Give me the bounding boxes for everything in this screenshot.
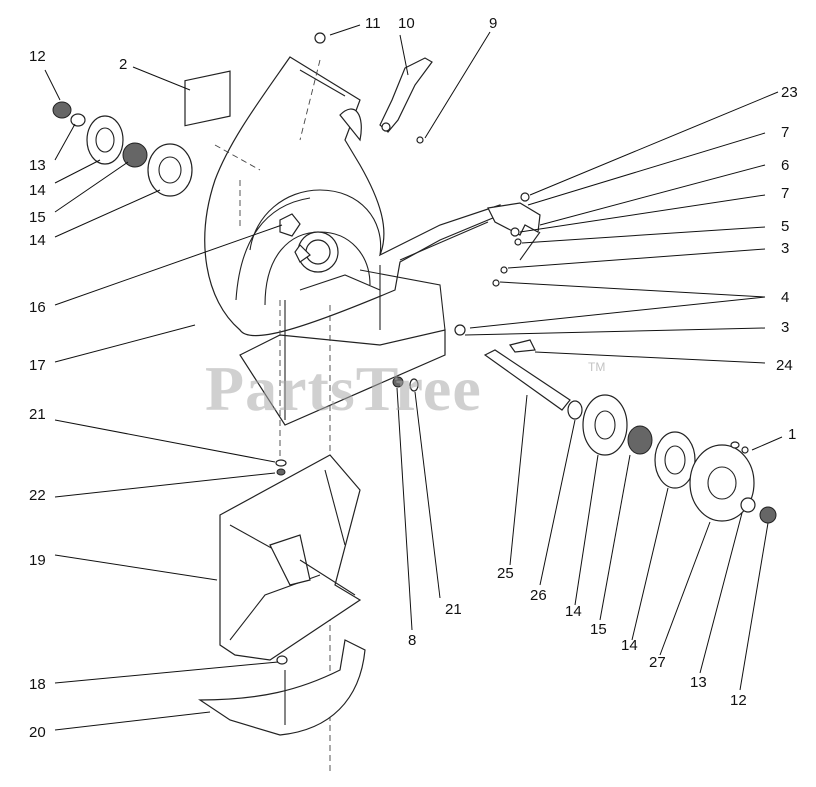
callout-4[interactable]: 4 [781, 289, 790, 306]
callout-14-second[interactable]: 14 [29, 232, 46, 249]
callout-3[interactable]: 3 [781, 240, 790, 257]
callout-1[interactable]: 1 [788, 426, 797, 443]
callout-14[interactable]: 14 [29, 182, 46, 199]
callout-21-lower[interactable]: 21 [445, 601, 462, 618]
callout-3-lower[interactable]: 3 [781, 319, 790, 336]
small-fasteners [275, 32, 530, 665]
callout-23[interactable]: 23 [781, 84, 798, 101]
callout-15-right[interactable]: 15 [590, 621, 607, 638]
watermark-logo: PartsTree [205, 353, 482, 424]
callout-19[interactable]: 19 [29, 552, 46, 569]
callout-21[interactable]: 21 [29, 406, 46, 423]
callout-5[interactable]: 5 [781, 218, 790, 235]
cover-plate [198, 639, 366, 736]
callout-7[interactable]: 7 [781, 124, 790, 141]
callout-12[interactable]: 12 [29, 48, 46, 65]
latch-handle [379, 57, 433, 133]
callout-7-lower[interactable]: 7 [781, 185, 790, 202]
callout-15[interactable]: 15 [29, 209, 46, 226]
callout-10[interactable]: 10 [398, 15, 415, 32]
callout-12-right[interactable]: 12 [730, 692, 747, 709]
impeller-hub [279, 213, 301, 237]
callout-13[interactable]: 13 [29, 157, 46, 174]
watermark-trademark: TM [588, 360, 606, 374]
discharge-chute [239, 265, 446, 775]
decal-plate [184, 70, 231, 127]
callout-24[interactable]: 24 [776, 357, 793, 374]
callout-27[interactable]: 27 [649, 654, 666, 671]
drive-shaft [483, 339, 583, 420]
callout-22[interactable]: 22 [29, 487, 46, 504]
callout-9[interactable]: 9 [489, 15, 498, 32]
callout-20[interactable]: 20 [29, 724, 46, 741]
callout-8[interactable]: 8 [408, 632, 417, 649]
callout-2[interactable]: 2 [119, 56, 128, 73]
callout-13-right[interactable]: 13 [690, 674, 707, 691]
blower-housing [204, 56, 501, 337]
callout-26[interactable]: 26 [530, 587, 547, 604]
callout-11[interactable]: 11 [365, 15, 381, 32]
callout-25[interactable]: 25 [497, 565, 514, 582]
callout-14-right[interactable]: 14 [565, 603, 582, 620]
right-bearing-stack [582, 394, 777, 524]
callout-16[interactable]: 16 [29, 299, 46, 316]
callout-6[interactable]: 6 [781, 157, 790, 174]
callout-17[interactable]: 17 [29, 357, 46, 374]
bracket [399, 202, 541, 261]
impeller [219, 454, 362, 661]
leader-lines [44, 24, 783, 731]
left-bearing-stack [52, 101, 193, 197]
callout-18[interactable]: 18 [29, 676, 46, 693]
callout-14-right-second[interactable]: 14 [621, 637, 638, 654]
